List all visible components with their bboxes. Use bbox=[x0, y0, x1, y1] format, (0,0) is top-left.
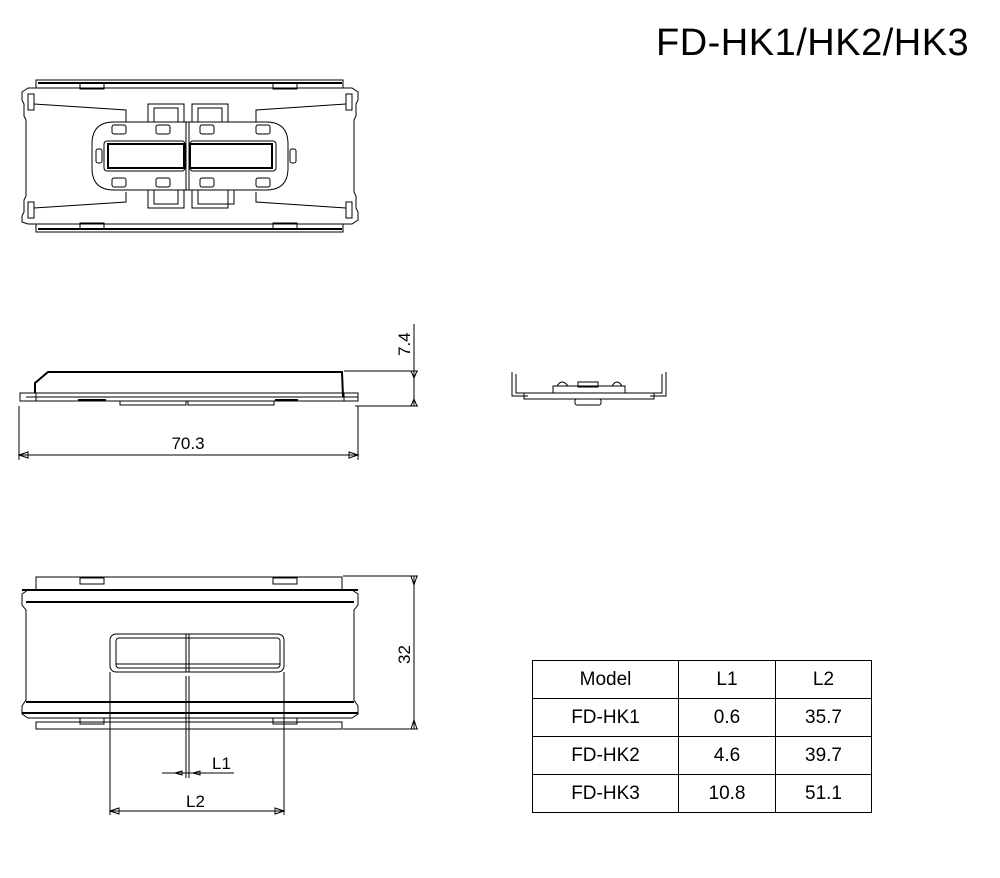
width-dimension-70-3: 70.3 bbox=[171, 434, 204, 453]
cell-l1: 10.8 bbox=[678, 774, 776, 813]
table-row: FD-HK3 10.8 51.1 bbox=[532, 774, 872, 813]
table-row: FD-HK2 4.6 39.7 bbox=[532, 736, 872, 775]
table-header-row: Model L1 L2 bbox=[532, 660, 872, 699]
top-view-drawing bbox=[21, 79, 359, 233]
cell-l2: 35.7 bbox=[775, 698, 872, 737]
cell-l2: 39.7 bbox=[775, 736, 872, 775]
l1-label: L1 bbox=[212, 754, 231, 773]
cell-model: FD-HK1 bbox=[532, 698, 679, 737]
table-row: FD-HK1 0.6 35.7 bbox=[532, 698, 872, 737]
height-dimension-32: 32 bbox=[395, 645, 414, 664]
height-dimension-7-4: 7.4 bbox=[395, 332, 414, 356]
end-view-drawing bbox=[511, 372, 667, 406]
cell-model: FD-HK3 bbox=[532, 774, 679, 813]
side-view-drawing bbox=[17, 324, 418, 460]
header-model: Model bbox=[532, 660, 679, 699]
cell-l1: 0.6 bbox=[678, 698, 776, 737]
header-l2: L2 bbox=[775, 660, 872, 699]
bottom-view-drawing bbox=[21, 575, 418, 815]
drawing-title: FD-HK1/HK2/HK3 bbox=[656, 22, 970, 64]
l2-label: L2 bbox=[186, 792, 205, 811]
header-l1: L1 bbox=[678, 660, 776, 699]
spec-table: Model L1 L2 FD-HK1 0.6 35.7 FD-HK2 4.6 3… bbox=[532, 660, 872, 813]
cell-model: FD-HK2 bbox=[532, 736, 679, 775]
cell-l2: 51.1 bbox=[775, 774, 872, 813]
cell-l1: 4.6 bbox=[678, 736, 776, 775]
